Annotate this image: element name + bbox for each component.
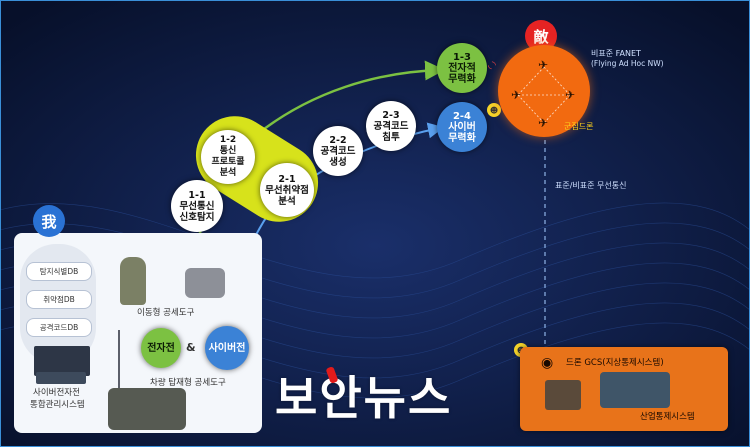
step-label-line1: 무선통신 (179, 200, 215, 212)
satellite-dish-icon: ◉ (541, 355, 554, 371)
system-label-line2: 통합관리시스템 (30, 400, 85, 410)
drone-icon: ✈ (565, 88, 576, 102)
cyber-warfare-node: 사이버전 (205, 326, 249, 370)
step-label-line1: 공격코드 (320, 145, 356, 157)
step-1-1-node: 1-1 무선통신 신호탐지 (171, 180, 223, 232)
drone-icon: ✈ (538, 58, 549, 72)
step-label-line3: 분석 (219, 168, 237, 178)
step-2-4-node: 2-4 사이버 무력화 (437, 102, 487, 152)
step-label-line2: 생성 (329, 156, 347, 168)
step-label-line1: 전자적 (448, 62, 476, 74)
monitor-wall-icon (34, 346, 90, 376)
step-label-line1: 무선취약점 (265, 184, 309, 196)
step-number: 1-2 (219, 135, 237, 145)
step-label-line2: 분석 (278, 195, 296, 207)
ew-label: 전자전 (147, 342, 175, 354)
industrial-control-label: 산업통제시스템 (640, 412, 695, 422)
operator-desk-icon (36, 372, 86, 384)
wireless-link-label: 표준/비표준 무선통신 (555, 181, 627, 190)
step-number: 1-1 (188, 189, 206, 201)
step-label-line2: 무력화 (448, 132, 476, 144)
drone-icon: ✈ (538, 116, 549, 130)
step-label-line2: 침투 (382, 131, 400, 143)
step-number: 1-3 (452, 51, 472, 63)
step-number: 2-3 (382, 109, 400, 121)
step-label-line2: 무력화 (448, 73, 476, 85)
step-1-3-node: 1-3 전자적 무력화 (437, 43, 487, 93)
step-1-2-node: 1-2 통신 프로토콜 분석 (201, 130, 255, 184)
fanet-label-line2: (Flying Ad Hoc NW) (591, 59, 664, 68)
gcs-label: 드론 GCS(지상통제시스템) (566, 358, 664, 368)
enemy-drone-swarm (498, 45, 590, 137)
cyber-label: 사이버전 (208, 342, 246, 354)
ours-badge: 我 (33, 205, 65, 237)
wireless-signal-icon: ◟◝ (488, 60, 496, 71)
step-label-line1: 공격코드 (373, 120, 409, 132)
step-2-2-node: 2-2 공격코드 생성 (313, 126, 363, 176)
hacker-face-icon: ☻ (487, 103, 501, 117)
industrial-plant-icon (600, 372, 670, 408)
attack-code-db: 공격코드DB (26, 318, 92, 337)
server-rack-icon (545, 380, 581, 410)
mobile-tool-label: 이동형 공세도구 (137, 308, 195, 318)
soldier-figure-icon (120, 257, 146, 305)
electronic-warfare-node: 전자전 (141, 328, 181, 368)
swarm-links (517, 66, 571, 124)
step-label-line1: 통신 (219, 146, 237, 156)
ampersand-label: & (186, 341, 196, 354)
fanet-label-line1: 비표준 FANET (591, 49, 641, 58)
armored-vehicle-icon (108, 388, 186, 430)
step-number: 2-2 (329, 134, 347, 146)
antenna-mast-icon (118, 330, 120, 390)
vehicle-tool-label: 차량 탑재형 공세도구 (150, 378, 226, 388)
step-2-3-node: 2-3 공격코드 침투 (366, 101, 416, 151)
step-label-line1: 사이버 (448, 121, 476, 133)
step-label-line2: 신호탐지 (179, 211, 215, 223)
detection-db: 탐지식별DB (26, 262, 92, 281)
watermark-logo: 보안뉴스 (275, 371, 453, 425)
drone-icon: ✈ (511, 88, 522, 102)
system-label-line1: 사이버전자전 (33, 388, 80, 398)
step-2-1-node: 2-1 무선취약점 분석 (260, 163, 314, 217)
swarm-drone-label: 군집드론 (564, 122, 594, 131)
step-number: 2-1 (278, 173, 296, 185)
robot-tool-icon (185, 268, 225, 298)
step-number: 2-4 (452, 110, 472, 122)
vulnerability-db: 취약점DB (26, 290, 92, 309)
step-label-line2: 프로토콜 (211, 157, 245, 167)
